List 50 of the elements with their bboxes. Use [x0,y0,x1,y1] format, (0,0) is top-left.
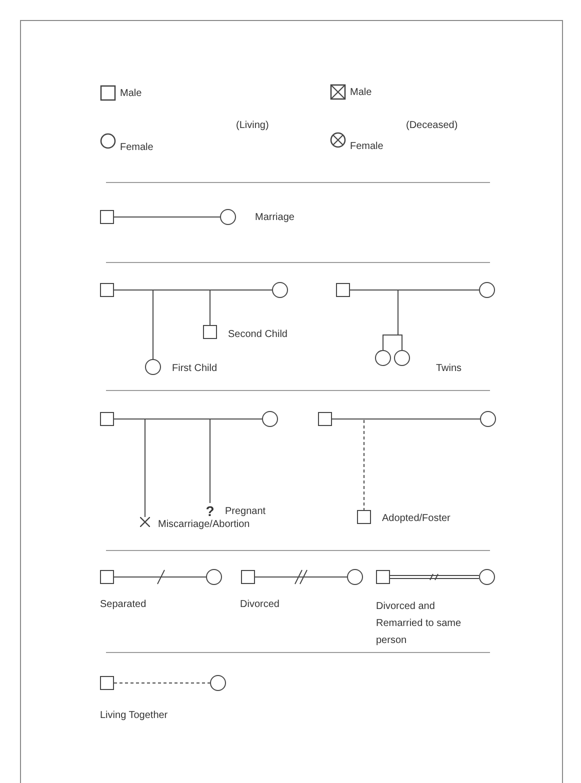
status-heading: (Deceased) [406,119,458,133]
connector-line [114,576,206,578]
symbol-caption: Adopted/Foster [382,512,450,526]
dotted-connector [114,682,210,684]
female-circle [210,675,226,691]
male-square [100,210,114,224]
dotted-connector [332,418,364,510]
male-square [203,325,217,339]
miscarriage-cross [140,517,150,527]
male-square [376,570,390,584]
symbol-caption: Second Child [228,328,288,342]
female-circle [145,359,161,375]
legend-label: Female [350,140,384,154]
symbol-caption: Pregnant [225,505,266,519]
legend-label: Male [120,87,142,101]
male-square [318,412,332,426]
symbol-caption: Divorced and Remarried to same person [376,600,462,648]
female-circle [479,569,495,585]
male-square [357,510,371,524]
female-circle [262,411,278,427]
legend-label: Male [350,86,372,100]
male-square [100,283,114,297]
symbol-caption: Divorced [240,598,280,612]
female-circle [220,209,236,225]
symbol-caption: Separated [100,598,146,612]
connector-line [114,290,210,326]
female-circle [479,282,495,298]
question-mark: ? [205,503,215,519]
symbol-caption: Twins [436,362,462,376]
female-circle [480,411,496,427]
male-square [241,570,255,584]
symbol-caption: First Child [172,362,218,376]
connector-line [254,576,348,578]
female-circle [375,350,391,366]
legend-label: Female [120,141,154,155]
symbol-caption: Marriage [255,211,294,225]
connector-line [390,575,480,579]
female-circle [206,569,222,585]
female-circle [347,569,363,585]
symbol-caption: Miscarriage/Abortion [158,518,250,532]
female-circle [272,282,288,298]
male-square [336,283,350,297]
male-square [100,676,114,690]
male-square [100,570,114,584]
connector-line [114,216,220,218]
female-circle [394,350,410,366]
symbol-caption: Living Together [100,709,168,723]
status-heading: (Living) [236,119,269,133]
male-square [100,412,114,426]
connector-line [114,418,146,518]
